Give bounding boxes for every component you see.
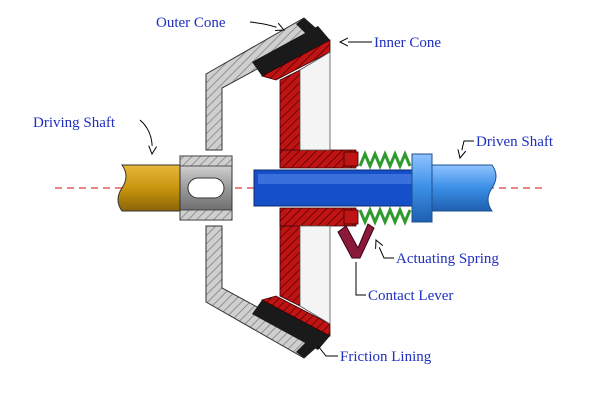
labels: Outer Cone Inner Cone Driving Shaft Driv… (33, 15, 554, 365)
label-actuating-spring: Actuating Spring (396, 251, 499, 267)
friction-lining (252, 26, 330, 350)
label-outer-cone: Outer Cone (156, 15, 226, 31)
label-driven-shaft: Driven Shaft (476, 134, 554, 150)
leader-lines (139, 21, 474, 357)
inner-cone (260, 39, 359, 337)
label-inner-cone: Inner Cone (374, 35, 441, 51)
label-contact-lever: Contact Lever (368, 288, 453, 304)
actuating-spring (358, 150, 412, 226)
contact-lever (337, 223, 375, 259)
driven-shaft (411, 153, 497, 223)
label-driving-shaft: Driving Shaft (33, 115, 116, 131)
driving-shaft (117, 164, 187, 212)
label-friction-lining: Friction Lining (340, 349, 432, 365)
